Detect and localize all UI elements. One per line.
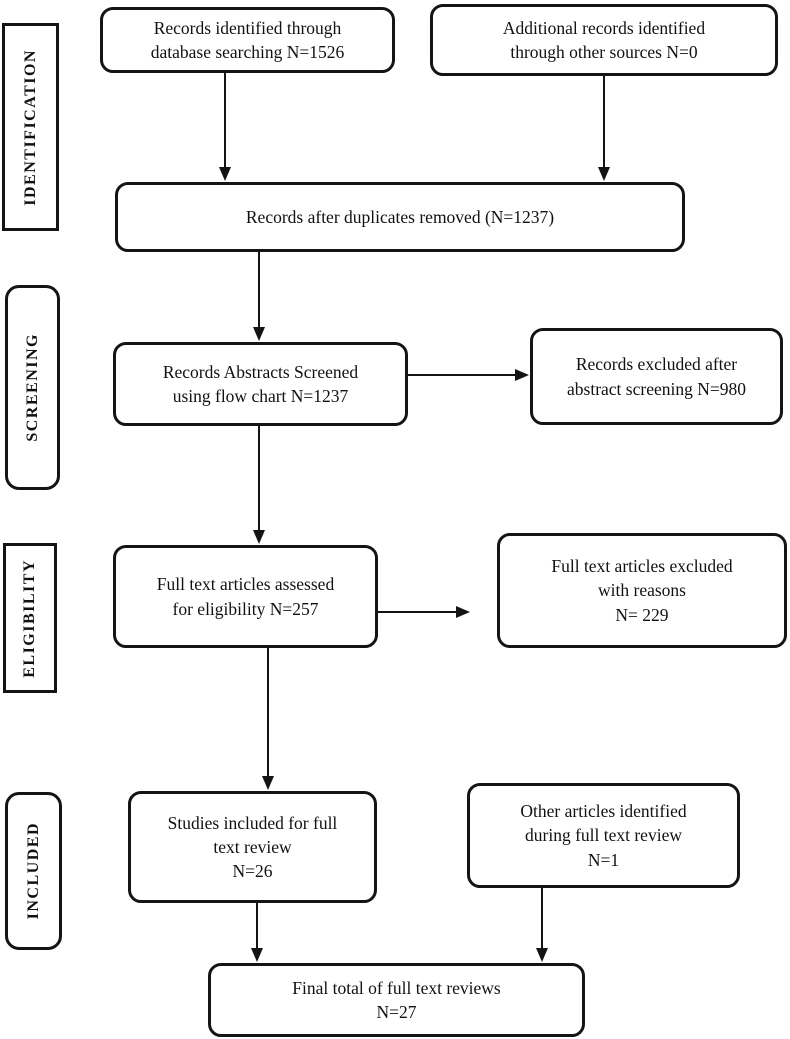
stage-label-identification-text: IDENTIFICATION bbox=[21, 48, 39, 206]
arrow-fulltext-to-included bbox=[262, 648, 274, 790]
abstracts-screened-box: Records Abstracts Screened using flow ch… bbox=[113, 342, 408, 426]
stage-label-screening-text: SCREENING bbox=[23, 333, 41, 442]
stage-label-included-text: INCLUDED bbox=[24, 822, 42, 920]
stage-label-included: INCLUDED bbox=[5, 792, 62, 950]
arrow-screened-to-excluded bbox=[408, 369, 529, 381]
arrow-identified-to-duplicates bbox=[219, 73, 231, 181]
final-total-box: Final total of full text reviews N=27 bbox=[208, 963, 585, 1037]
records-identified-box: Records identified through database sear… bbox=[100, 7, 395, 73]
studies-included-box: Studies included for full text review N=… bbox=[128, 791, 377, 903]
stage-label-eligibility-text: ELIGIBILITY bbox=[21, 558, 38, 678]
additional-records-box: Additional records identified through ot… bbox=[430, 4, 778, 76]
arrow-duplicates-to-screened bbox=[253, 252, 265, 341]
stage-label-eligibility: ELIGIBILITY bbox=[3, 543, 57, 693]
arrow-included-to-final bbox=[251, 903, 263, 962]
other-articles-box: Other articles identified during full te… bbox=[467, 783, 740, 888]
arrow-fulltext-to-excluded bbox=[378, 606, 470, 618]
stage-label-screening: SCREENING bbox=[5, 285, 60, 490]
arrow-other-to-final bbox=[536, 888, 548, 962]
fulltext-excluded-box: Full text articles excluded with reasons… bbox=[497, 533, 787, 648]
stage-label-identification: IDENTIFICATION bbox=[2, 23, 59, 231]
arrow-screened-to-fulltext bbox=[253, 426, 265, 544]
duplicates-removed-box: Records after duplicates removed (N=1237… bbox=[115, 182, 685, 252]
arrow-additional-to-duplicates bbox=[598, 76, 610, 181]
abstract-excluded-box: Records excluded after abstract screenin… bbox=[530, 328, 783, 425]
fulltext-assessed-box: Full text articles assessed for eligibil… bbox=[113, 545, 378, 648]
